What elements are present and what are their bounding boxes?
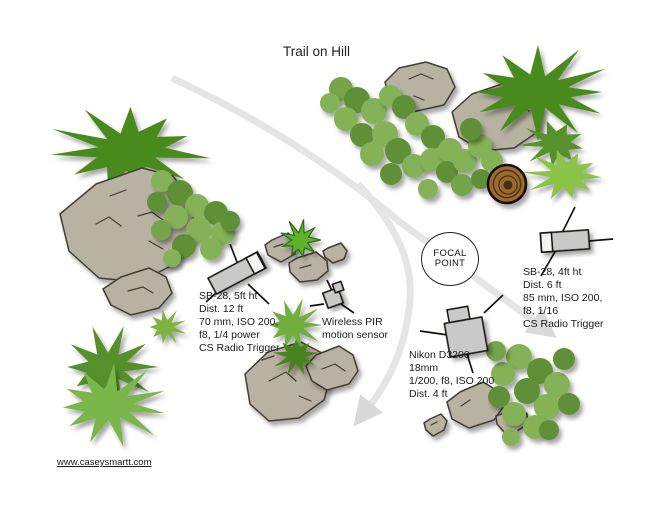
- front-stars: [149, 44, 606, 377]
- foliage-circle: [502, 428, 520, 446]
- foliage-circle: [147, 192, 167, 212]
- foliage-circle: [200, 238, 222, 260]
- bush-starburst: [272, 339, 320, 377]
- foliage-circle: [534, 394, 560, 420]
- bush-starburst: [62, 362, 165, 447]
- foliage-layer: [147, 77, 580, 446]
- foliage-circle: [539, 420, 559, 440]
- label-line: Dist. 6 ft: [523, 279, 562, 291]
- foliage-circle: [436, 161, 458, 183]
- label-line: f8, 1/16: [523, 305, 559, 317]
- bush-starburst: [50, 106, 211, 187]
- foliage-circle: [506, 344, 532, 370]
- foliage-circle: [151, 170, 173, 192]
- foliage-circle: [186, 217, 212, 243]
- foliage-circle: [385, 138, 411, 164]
- rock: [322, 242, 348, 264]
- foliage-circle: [486, 341, 506, 361]
- foliage-circle: [460, 118, 482, 140]
- label-line: Dist. 4 ft: [409, 388, 448, 400]
- label-line: Dist. 12 ft: [199, 303, 244, 315]
- camera-icon: [419, 294, 504, 374]
- label-line: Nikon D3200: [409, 349, 470, 361]
- foliage-circle: [558, 393, 580, 415]
- bush-starburst: [280, 219, 321, 258]
- back-stars: [50, 106, 211, 447]
- website-link[interactable]: www.caseysmartt.com: [57, 457, 152, 468]
- foliage-circle: [392, 95, 416, 119]
- focal-point-badge: FOCAL POINT: [421, 232, 479, 286]
- label-line: 1/200, f8, ISO 200: [409, 375, 495, 387]
- flash-left-label: SB-28, 5ft ht Dist. 12 ft 70 mm, ISO 200…: [199, 290, 280, 355]
- foliage-circle: [320, 93, 340, 113]
- foliage-circle: [502, 402, 526, 426]
- flash-right-icon: [539, 206, 614, 277]
- foliage-circle: [418, 179, 438, 199]
- label-line: CS Radio Trigger: [199, 342, 280, 354]
- pir-sensor-label: Wireless PIR motion sensor: [322, 316, 388, 342]
- bush-starburst: [149, 309, 187, 344]
- bush-starburst: [521, 149, 602, 200]
- focal-point-line1: FOCAL: [433, 247, 467, 259]
- foliage-circle: [553, 348, 575, 370]
- label-line: f8, 1/4 power: [199, 329, 260, 341]
- foliage-circle: [361, 98, 387, 124]
- flash-right-label: SB-28, 4ft ht Dist. 6 ft 85 mm, ISO 200,…: [523, 266, 604, 331]
- rock: [305, 345, 359, 391]
- pir-icon: [309, 279, 355, 314]
- rock: [288, 251, 329, 283]
- trail-layer: [170, 74, 557, 427]
- bush-starburst: [475, 44, 606, 141]
- focal-point-line2: POINT: [434, 258, 466, 269]
- label-line: CS Radio Trigger: [523, 318, 604, 330]
- rock: [423, 413, 448, 437]
- foliage-circle: [405, 112, 429, 136]
- foliage-circle: [220, 211, 240, 231]
- foliage-circle: [544, 372, 570, 398]
- foliage-circle: [167, 180, 193, 206]
- page-title: Trail on Hill: [283, 44, 351, 59]
- devices-layer: [205, 206, 614, 374]
- label-line: Wireless PIR: [322, 316, 383, 328]
- rock: [102, 267, 173, 316]
- foliage-circle: [360, 142, 384, 166]
- foliage-circle: [350, 123, 374, 147]
- foliage-circle: [380, 163, 402, 185]
- bush-starburst: [517, 120, 583, 167]
- foliage-circle: [334, 107, 358, 131]
- foliage-circle: [488, 386, 510, 408]
- bush-starburst: [268, 298, 323, 352]
- flash-left-icon: [205, 243, 270, 305]
- foliage-circle: [421, 125, 445, 149]
- foliage-circle: [164, 205, 188, 229]
- label-line: SB-28, 4ft ht: [523, 266, 582, 278]
- label-line: 70 mm, ISO 200,: [199, 316, 279, 328]
- foliage-circle: [163, 249, 181, 267]
- foliage-circle: [151, 220, 171, 240]
- label-line: SB-28, 5ft ht: [199, 290, 258, 302]
- stump-layer: [486, 163, 528, 205]
- foliage-circle: [451, 174, 473, 196]
- foliage-circle: [471, 169, 491, 189]
- foliage-circle: [491, 362, 515, 386]
- label-line: 85 mm, ISO 200,: [523, 292, 603, 304]
- foliage-circle: [185, 194, 209, 218]
- label-line: motion sensor: [322, 329, 388, 341]
- camera-label: Nikon D3200 18mm 1/200, f8, ISO 200 Dist…: [409, 349, 494, 401]
- foliage-circle: [453, 149, 477, 173]
- foliage-circle: [514, 378, 540, 404]
- label-line: 18mm: [409, 362, 439, 374]
